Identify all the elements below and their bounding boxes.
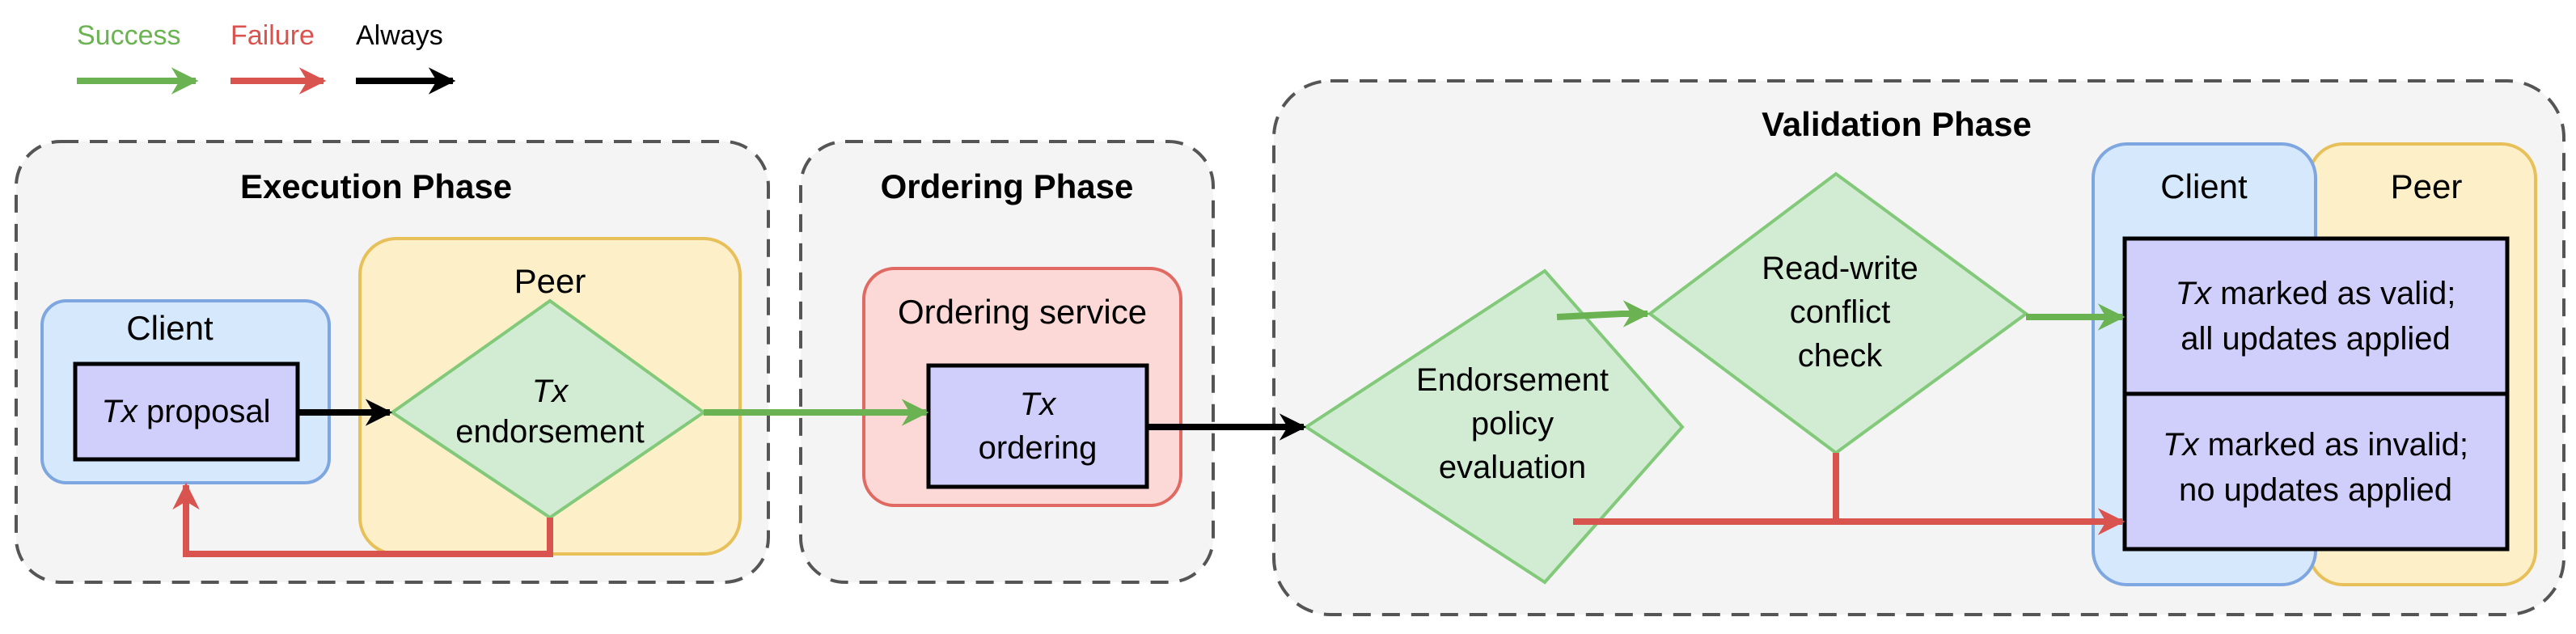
policy-to-rw-arrow (1556, 300, 1651, 328)
execution-peer-label: Peer (514, 262, 586, 300)
rw-line2: conflict (1790, 294, 1891, 330)
tx-endorsement-label: endorsement (455, 414, 644, 450)
tx-endorsement-tx: Tx (532, 374, 569, 409)
validation-phase: Validation Phase Peer Client Tx marked a… (1272, 79, 2565, 616)
ordering-phase: Ordering Phase Ordering service Tx order… (799, 140, 1215, 584)
execution-phase-title: Execution Phase (240, 167, 512, 205)
legend-always-label: Always (356, 20, 443, 51)
tx-invalid-line2: no updates applied (2179, 472, 2452, 508)
policy-line1: Endorsement (1416, 362, 1609, 398)
ordering-phase-title: Ordering Phase (881, 167, 1134, 205)
tx-valid-box (2122, 236, 2510, 396)
legend-success-label: Success (77, 20, 181, 51)
rw-line3: check (1798, 338, 1883, 374)
tx-invalid-line1: Tx marked as invalid; (2163, 427, 2468, 463)
endorsement-policy-decision (1303, 268, 1685, 585)
legend: Success Failure Always (77, 20, 456, 95)
execution-phase: Execution Phase Peer Client Tx proposal … (15, 140, 770, 584)
ordering-service-label: Ordering service (898, 293, 1147, 331)
policy-line3: evaluation (1439, 450, 1586, 485)
rw-line1: Read-write (1762, 251, 1918, 286)
tx-valid-line2: all updates applied (2181, 321, 2451, 357)
endorsement-failure-arrow (172, 482, 553, 557)
validation-phase-title: Validation Phase (1762, 105, 2032, 143)
tx-valid-line1: Tx marked as valid; (2176, 276, 2456, 311)
tx-ordering-label: ordering (979, 430, 1098, 466)
tx-ordering-tx: Tx (1020, 387, 1057, 422)
tx-proposal-text: Tx proposal (102, 394, 271, 429)
policy-line2: policy (1471, 406, 1554, 442)
tx-invalid-box (2122, 391, 2510, 552)
validation-peer-label: Peer (2391, 167, 2463, 205)
tx-ordering-box (926, 363, 1149, 489)
legend-failure-label: Failure (231, 20, 315, 51)
execution-client-label: Client (126, 309, 214, 347)
tx-proposal-box (73, 361, 300, 462)
validation-client-label: Client (2160, 167, 2248, 205)
connectors (172, 300, 2126, 557)
